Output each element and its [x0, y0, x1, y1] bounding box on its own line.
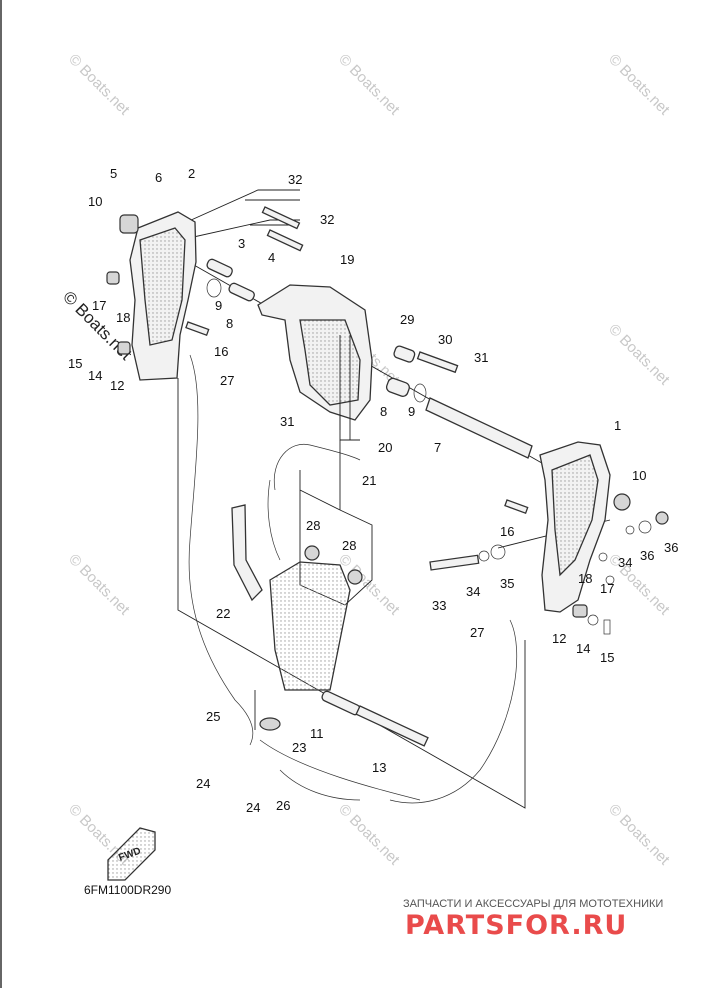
callout-25: 25 — [206, 709, 220, 724]
callout-12: 12 — [110, 378, 124, 393]
callout-11: 11 — [310, 726, 324, 741]
callout-36: 36 — [640, 548, 654, 563]
grommet-hose — [231, 504, 263, 602]
callout-1: 1 — [614, 418, 621, 433]
callout-18: 18 — [116, 310, 130, 325]
callout-15: 15 — [600, 650, 614, 665]
callout-20: 20 — [378, 440, 392, 455]
callout-3: 3 — [238, 236, 245, 251]
tilt-tube — [425, 397, 533, 459]
washer-icon — [572, 604, 588, 618]
fwd-marker: FWD — [107, 827, 156, 881]
callout-23: 23 — [292, 740, 306, 755]
drawing-code: 6FM1100DR290 — [84, 883, 171, 897]
callout-22: 22 — [216, 606, 230, 621]
callout-31: 31 — [280, 414, 294, 429]
callout-28: 28 — [306, 518, 320, 533]
nut-icon — [613, 493, 631, 511]
callout-17: 17 — [600, 581, 614, 596]
callout-30: 30 — [438, 332, 452, 347]
watermark: © Boats.net — [335, 51, 403, 119]
callout-24: 24 — [246, 800, 260, 815]
callout-9: 9 — [408, 404, 415, 419]
callout-29: 29 — [400, 312, 414, 327]
callout-27: 27 — [470, 625, 484, 640]
through-bolt — [429, 544, 506, 571]
callout-34: 34 — [618, 555, 632, 570]
callout-14: 14 — [576, 641, 590, 656]
callout-21: 21 — [362, 473, 376, 488]
callout-34: 34 — [466, 584, 480, 599]
long-bolts — [261, 206, 304, 252]
vendor-tagline: ЗАПЧАСТИ И АКСЕССУАРЫ ДЛЯ МОТОТЕХНИКИ — [403, 898, 663, 910]
callout-26: 26 — [276, 798, 290, 813]
callout-4: 4 — [268, 250, 275, 265]
left-clamp-bracket — [106, 211, 197, 381]
callout-7: 7 — [434, 440, 441, 455]
callout-13: 13 — [372, 760, 386, 775]
callout-32: 32 — [288, 172, 302, 187]
vendor-logo: PARTSFOR.RU — [405, 910, 627, 941]
lower-tubes — [321, 690, 429, 747]
callout-14: 14 — [88, 368, 102, 383]
callout-17: 17 — [92, 298, 106, 313]
callout-16: 16 — [214, 344, 228, 359]
callout-6: 6 — [155, 170, 162, 185]
callouts: 1 2 3 4 5 6 7 8 8 9 9 10 10 11 12 12 13 … — [68, 166, 678, 815]
nut-icon — [119, 214, 139, 234]
callout-10: 10 — [88, 194, 102, 209]
callout-15: 15 — [68, 356, 82, 371]
callout-28: 28 — [342, 538, 356, 553]
callout-18: 18 — [578, 571, 592, 586]
right-clamp-bracket — [504, 441, 669, 635]
callout-8: 8 — [226, 316, 233, 331]
callout-19: 19 — [340, 252, 354, 267]
callout-16: 16 — [500, 524, 514, 539]
callout-2: 2 — [188, 166, 195, 181]
wire-harness — [188, 354, 518, 804]
callout-27: 27 — [220, 373, 234, 388]
callout-33: 33 — [432, 598, 446, 613]
swivel-bracket — [257, 284, 373, 440]
callout-35: 35 — [500, 576, 514, 591]
watermark: © Boats.net — [605, 51, 673, 119]
callout-36: 36 — [664, 540, 678, 555]
callout-24: 24 — [196, 776, 210, 791]
bushings-right — [385, 345, 459, 403]
nut-icon — [106, 271, 120, 285]
callout-12: 12 — [552, 631, 566, 646]
callout-9: 9 — [215, 298, 222, 313]
watermark: © Boats.net — [605, 321, 673, 389]
stopper-holder — [269, 545, 363, 691]
cable-clip — [259, 717, 281, 731]
callout-32: 32 — [320, 212, 334, 227]
bushings-left — [185, 258, 255, 336]
washer-icon — [117, 341, 131, 355]
watermark: © Boats.net — [335, 801, 403, 869]
watermark: © Boats.net — [65, 51, 133, 119]
callout-5: 5 — [110, 166, 117, 181]
watermark: © Boats.net — [605, 801, 673, 869]
callout-10: 10 — [632, 468, 646, 483]
nut-icon — [655, 511, 669, 525]
watermark: © Boats.net — [65, 551, 133, 619]
callout-8: 8 — [380, 404, 387, 419]
callout-31: 31 — [474, 350, 488, 365]
